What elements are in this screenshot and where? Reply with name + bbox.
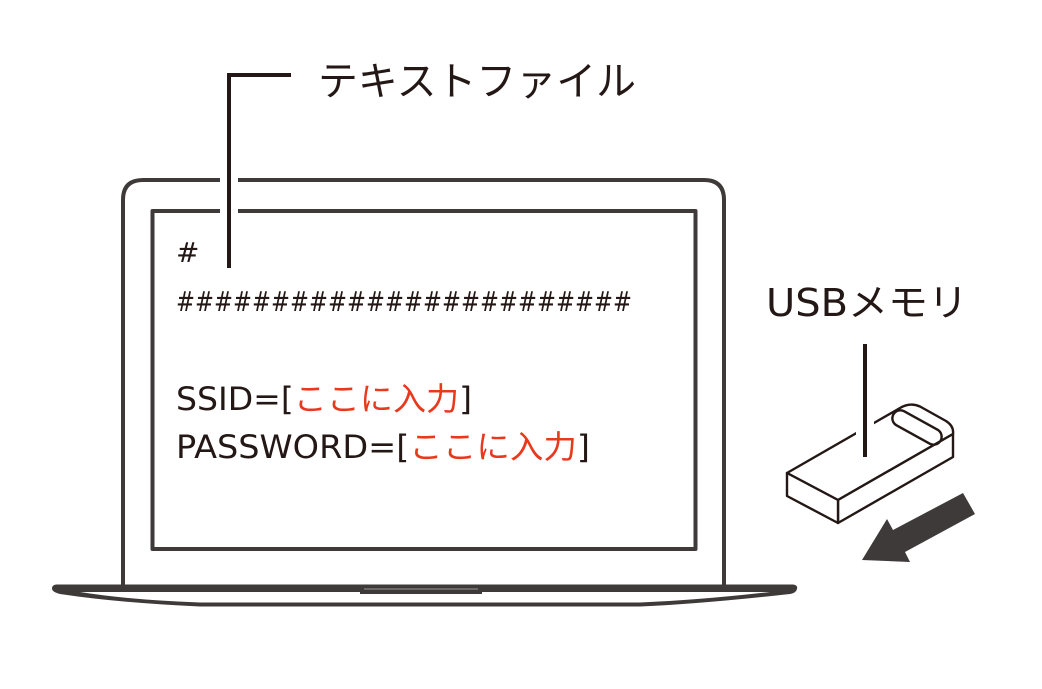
laptop-base-interior (80, 592, 770, 603)
laptop-screen (150, 209, 698, 551)
password-line: PASSWORD=[ここに入力] (176, 428, 590, 466)
password-close-bracket: ] (577, 428, 590, 466)
laptop-lid-frame (121, 178, 726, 588)
password-key: PASSWORD= (176, 428, 396, 466)
ssid-open-bracket: [ (281, 380, 294, 418)
ssid-line: SSID=[ここに入力] (176, 380, 472, 418)
comment-line-2: ######################## (176, 285, 632, 318)
comment-line-1: # (176, 236, 199, 269)
password-placeholder: ここに入力 (409, 428, 577, 466)
text-file-label: テキストファイル (318, 59, 636, 105)
password-open-bracket: [ (396, 428, 409, 466)
usb-key-slot (891, 409, 943, 446)
usb-stick-icon (785, 403, 955, 525)
arrow-down-left-icon (862, 493, 975, 562)
usb-top-face (785, 403, 955, 502)
usb-end-face (785, 471, 840, 525)
laptop-icon (52, 178, 798, 607)
text-file-leader-line (227, 73, 291, 268)
usb-memory-label: USBメモリ (766, 281, 968, 325)
text-file-contents: # ######################## SSID=[ここに入力] … (176, 236, 632, 466)
ssid-close-bracket: ] (459, 380, 472, 418)
ssid-key: SSID= (176, 380, 281, 418)
ssid-placeholder: ここに入力 (294, 380, 459, 418)
